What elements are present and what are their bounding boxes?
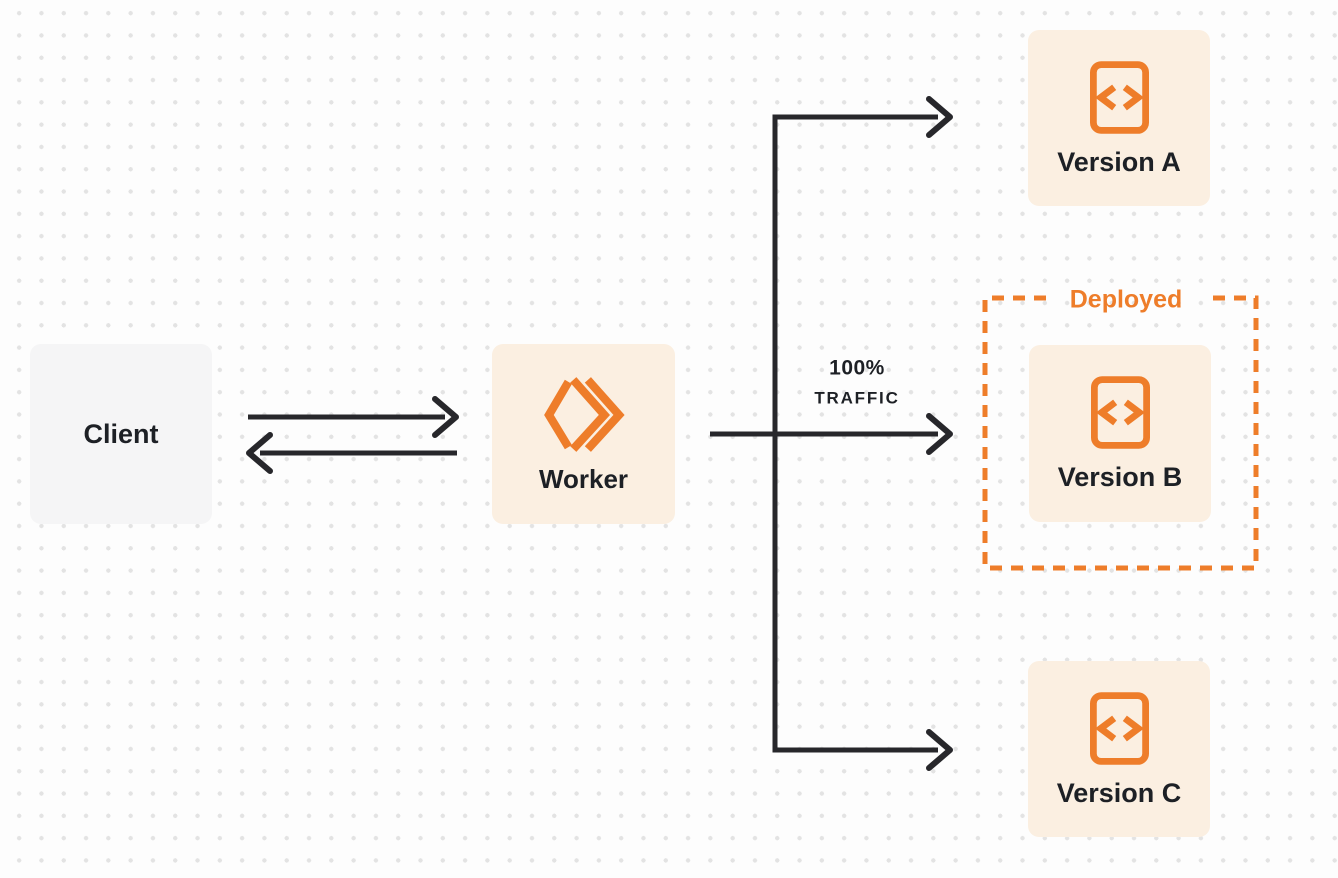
arrowhead-to-version-a xyxy=(926,96,953,138)
version-c-label: Version C xyxy=(1056,777,1182,808)
version-b-label: Version B xyxy=(1057,462,1183,492)
version-a-label: Version A xyxy=(1057,146,1181,177)
arrow-worker-to-version-b xyxy=(710,413,953,455)
worker-label: Worker xyxy=(538,463,629,494)
cloudflare-workers-icon xyxy=(544,376,625,452)
deployed-group-label: Deployed xyxy=(1069,285,1183,314)
client-label: Client xyxy=(83,418,159,449)
code-file-icon xyxy=(1090,376,1150,449)
traffic-word: TRAFFIC xyxy=(814,388,900,408)
node-version-b: Version B xyxy=(1029,345,1211,522)
arrow-client-to-worker xyxy=(248,396,459,438)
code-file-icon xyxy=(1089,691,1149,765)
deployed-group-border xyxy=(982,295,1259,571)
node-version-a: Version A xyxy=(1028,30,1210,206)
node-client: Client xyxy=(30,344,212,524)
arrowhead-to-version-c xyxy=(926,729,953,771)
traffic-label: 100% TRAFFIC xyxy=(814,358,899,407)
traffic-percentage: 100% xyxy=(829,356,885,380)
branch-trunk xyxy=(772,96,953,771)
arrow-worker-to-client xyxy=(246,432,457,474)
node-version-c: Version C xyxy=(1028,661,1210,837)
node-worker: Worker xyxy=(492,344,675,524)
code-file-icon xyxy=(1089,60,1149,134)
